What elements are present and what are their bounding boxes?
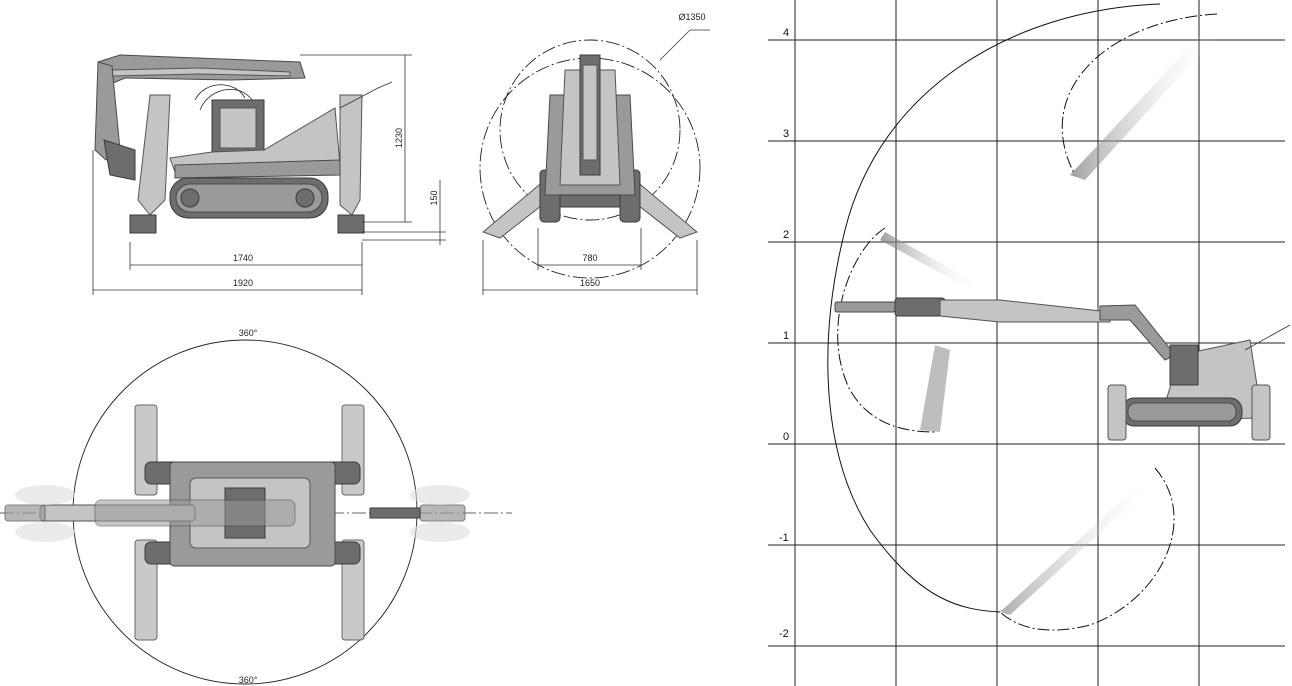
rotation-label-bottom: 360° xyxy=(239,675,258,685)
slew-circle-upper xyxy=(499,39,681,221)
top-view-drawing: 360° 360° xyxy=(0,328,512,685)
track-length-label: 1740 xyxy=(233,253,253,263)
outrigger-width-label: 1650 xyxy=(580,278,600,288)
overall-height-label: 1230 xyxy=(394,128,404,148)
y-tick-label: -2 xyxy=(779,628,789,640)
side-view-machine xyxy=(94,54,393,234)
reach-machine xyxy=(834,297,1291,441)
y-tick-label: 3 xyxy=(783,128,789,140)
rotation-label-top: 360° xyxy=(239,328,258,338)
tool-swing-arcs xyxy=(837,13,1218,631)
top-view-machine xyxy=(4,404,470,641)
reach-diagram: 4 3 2 1 0 -1 -2 xyxy=(768,0,1291,686)
tool-ghost-positions xyxy=(880,25,1220,615)
y-tick-label: -1 xyxy=(779,532,789,544)
y-tick-label: 4 xyxy=(783,27,789,39)
overall-length-label: 1920 xyxy=(233,278,253,288)
slew-diameter-label: Ø1350 xyxy=(678,12,705,22)
y-tick-label: 0 xyxy=(783,431,789,443)
front-view-machine xyxy=(482,54,698,239)
reach-grid xyxy=(768,0,1285,686)
ground-clearance-label: 150 xyxy=(429,190,439,205)
front-view-drawing: Ø1350 780 1650 xyxy=(479,12,710,295)
track-width-label: 780 xyxy=(582,253,597,263)
side-view-drawing: 1230 150 1740 1920 xyxy=(92,54,446,295)
y-tick-label: 1 xyxy=(783,330,789,342)
y-tick-label: 2 xyxy=(783,229,789,241)
reach-envelope xyxy=(827,3,1161,613)
